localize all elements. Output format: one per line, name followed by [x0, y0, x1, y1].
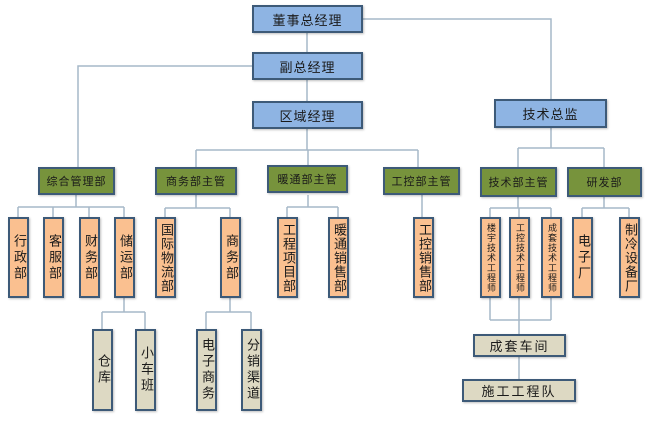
connector: [164, 195, 231, 217]
general-management-box[interactable]: 综合管理部: [38, 167, 115, 195]
business-manager-box[interactable]: 商务部主管: [155, 167, 237, 195]
dept-box[interactable]: 行政部: [8, 217, 29, 298]
dept-box[interactable]: 客服部: [43, 217, 64, 298]
dept-box[interactable]: 财务部: [79, 217, 100, 298]
dept-box[interactable]: 商务部: [220, 217, 241, 298]
hvac-manager-box[interactable]: 暖通部主管: [267, 165, 348, 193]
subunit-box[interactable]: 仓库: [92, 329, 113, 411]
tech-manager-box[interactable]: 技术部主管: [480, 167, 557, 197]
subunit-box[interactable]: 分销渠道: [241, 329, 262, 411]
cto-box[interactable]: 技术总监: [494, 99, 607, 128]
subunit-box[interactable]: 小车班: [135, 329, 156, 411]
dept-box[interactable]: 储运部: [114, 217, 135, 298]
industrial-control-manager-box[interactable]: 工控部主管: [383, 167, 460, 195]
connector: [101, 298, 146, 329]
connector: [205, 298, 252, 329]
dept-box[interactable]: 暖通销售部: [328, 217, 349, 298]
vp-box[interactable]: 副总经理: [252, 52, 363, 80]
dept-box[interactable]: 成套技术工程师: [541, 217, 562, 298]
connector: [195, 129, 419, 167]
dept-box[interactable]: 工程项目部: [277, 217, 298, 298]
dept-box[interactable]: 电子厂: [572, 217, 593, 298]
connector: [17, 195, 125, 217]
dept-box[interactable]: 工控技术工程师: [509, 217, 530, 298]
connector: [77, 18, 552, 167]
connector: [489, 197, 552, 217]
dept-box[interactable]: 国际物流部: [155, 217, 176, 298]
dept-box[interactable]: 工控销售部: [413, 217, 434, 298]
connector: [517, 128, 605, 167]
dept-box[interactable]: 楼宇技术工程师: [480, 217, 501, 298]
dept-box[interactable]: 制冷设备厂: [619, 217, 640, 298]
connector: [286, 195, 339, 217]
construction-team-box[interactable]: 施工工程队: [462, 379, 576, 402]
regional-manager-box[interactable]: 区域经理: [252, 101, 363, 129]
assembly-workshop-box[interactable]: 成套车间: [473, 334, 566, 357]
connector: [581, 197, 630, 217]
connector: [489, 298, 552, 379]
subunit-box[interactable]: 电子商务: [196, 329, 217, 411]
rnd-box[interactable]: 研发部: [567, 167, 642, 197]
ceo-box[interactable]: 董事总经理: [252, 5, 363, 33]
